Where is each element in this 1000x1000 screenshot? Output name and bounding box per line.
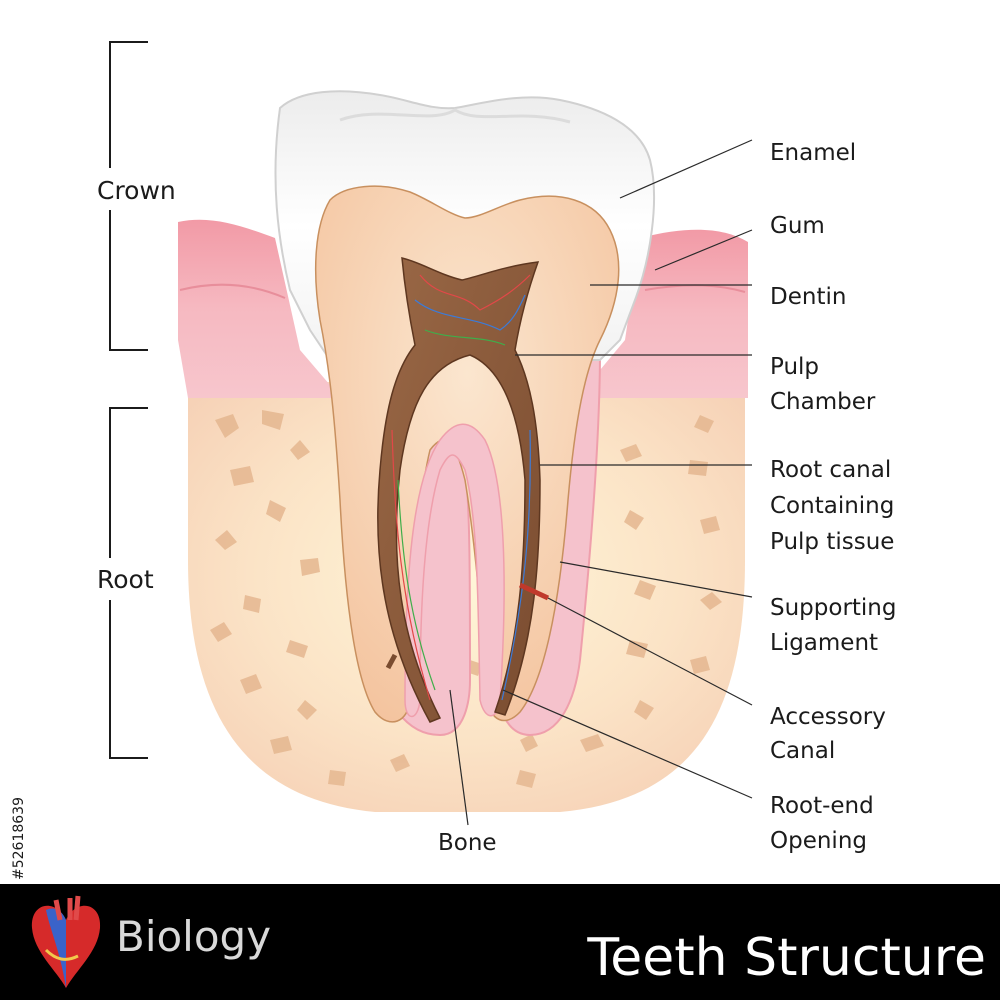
label-supporting-ligament: Supporting Ligament xyxy=(770,595,904,656)
stock-id-text: #52618639 xyxy=(11,797,27,880)
label-pulp-chamber: Pulp Chamber xyxy=(770,354,876,415)
heart-icon xyxy=(31,895,101,988)
page-title: Teeth Structure xyxy=(587,928,986,988)
label-root-canal: Root canal Containing Pulp tissue xyxy=(770,457,902,555)
label-root-end-opening: Root-end Opening xyxy=(770,793,881,854)
label-bone: Bone xyxy=(438,830,497,856)
footer-bar: Biology Teeth Structure xyxy=(0,884,1000,1000)
accessory-canal xyxy=(518,582,550,601)
gum-region xyxy=(178,219,345,398)
crown-label: Crown xyxy=(97,176,176,205)
pulp-chamber xyxy=(377,257,541,723)
label-accessory-canal: Accessory Canal xyxy=(770,704,893,764)
label-enamel: Enamel xyxy=(770,140,856,166)
label-gum: Gum xyxy=(770,213,825,239)
stock-id: #52618639 xyxy=(11,797,27,880)
category-label: Biology xyxy=(116,912,272,961)
root-label: Root xyxy=(97,565,154,594)
label-dentin: Dentin xyxy=(770,284,846,310)
pulp-vessels xyxy=(391,274,531,701)
leader-lines xyxy=(449,139,753,826)
